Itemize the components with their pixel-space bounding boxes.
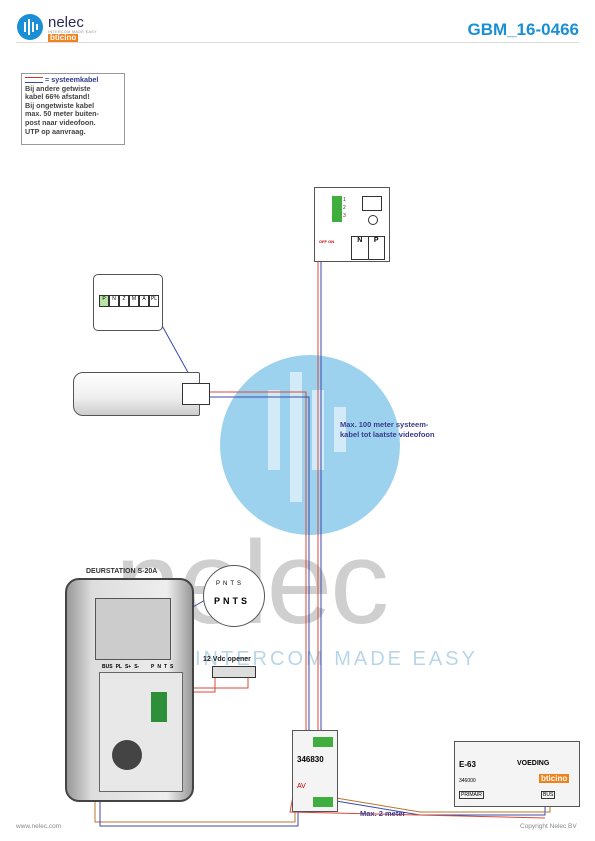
n-label: N	[157, 664, 161, 670]
splus-label: S+	[124, 664, 132, 670]
systeemkabel-swatch	[25, 77, 43, 84]
zoom-top-s: S	[237, 581, 242, 587]
zoom-top-p: P	[216, 581, 221, 587]
handset-terminal-zoom: P N Z M A PL	[93, 274, 163, 331]
psu-brand: bticino	[539, 774, 570, 783]
legend-line: post naar videofoon.	[25, 117, 96, 127]
legend-line: max. 50 meter buiten-	[25, 109, 99, 119]
psu-name: VOEDING	[517, 760, 550, 767]
wire-psu-blue	[329, 799, 546, 816]
wire-psu-brown	[329, 796, 551, 813]
video-monitor: 1 2 3 OFF ON N P	[314, 187, 390, 262]
systeemkabel-note-1: Max. 100 meter systeem-	[340, 420, 429, 429]
s-label: S	[170, 664, 174, 670]
camera-lens	[112, 740, 142, 770]
watermark-tagline: INTERCOM MADE EASY	[195, 648, 478, 670]
wire-monitor-blue	[320, 211, 332, 735]
zoom-bottom-n: N	[223, 596, 230, 606]
zoom-bottom-s: S	[241, 596, 248, 606]
zoom-bottom-t: T	[232, 596, 239, 606]
handset-unit	[73, 372, 200, 416]
camera-panel	[99, 672, 183, 792]
document-number: GBM_16-0466	[467, 20, 579, 39]
doorstation: BUS PL S+ S- P N T S	[65, 578, 194, 802]
psu-primair: PRIMAIR	[459, 791, 484, 799]
handset-terminal-row: P N Z M A PL	[99, 295, 159, 307]
monitor-terminal-2: 2	[343, 205, 346, 211]
zoom-top-labels: P N T S	[216, 581, 241, 587]
monitor-terminal-block: 1 2 3	[332, 196, 346, 222]
psu-bus: BUS	[541, 791, 556, 799]
nelec-logo-icon	[17, 14, 43, 40]
monitor-screen	[362, 196, 382, 211]
pl-label: PL	[115, 664, 122, 670]
systeemkabel-note-2: kabel tot laatste videofoon	[340, 430, 435, 439]
bus-labels: BUS PL S+ S-	[102, 664, 139, 670]
monitor-np-block: N P	[351, 236, 385, 260]
wire-handset-red	[208, 391, 307, 735]
t-label: T	[163, 664, 168, 670]
header-divider	[16, 42, 579, 43]
monitor-power-switch: OFF ON	[319, 239, 335, 244]
interface-346830: 346830 AV	[292, 730, 338, 812]
opener-label: 12 Vdc opener	[203, 656, 251, 663]
handset-terminal-a: A	[139, 295, 149, 307]
power-supply-e63: E-63 VOEDING bticino 346000 PRIMAIR BUS	[454, 741, 580, 807]
brand-tagline: INTERCOM MADE EASY	[48, 30, 98, 34]
monitor-terminal-3: 3	[343, 213, 346, 219]
interface-model: 346830	[297, 755, 324, 764]
handset-connector	[182, 383, 210, 405]
interface-av: AV	[297, 783, 306, 790]
zoom-bottom-labels: P N T S	[214, 596, 247, 606]
partner-brand: bticino	[48, 33, 79, 42]
interface-top-terminals	[313, 737, 333, 747]
zoom-bottom-p: P	[214, 596, 221, 606]
doorstation-title: DEURSTATION S-20A	[86, 568, 158, 575]
handset-terminal-n: N	[109, 295, 119, 307]
legend-line: Bij andere getwiste	[25, 83, 91, 93]
monitor-button-icon	[368, 215, 378, 225]
speaker-grille	[95, 598, 171, 660]
handset-terminal-m: M	[129, 295, 139, 307]
monitor-n-label: N	[352, 237, 369, 259]
footer-copyright: Copyright Nelec BV	[520, 823, 577, 830]
legend-title: = systeemkabel	[45, 75, 99, 84]
interface-bottom-terminals	[313, 797, 333, 807]
max-2-meter-note: Max. 2 meter	[360, 809, 406, 818]
zoom-top-n: N	[223, 581, 228, 587]
smin-label: S-	[134, 664, 140, 670]
handset-terminal-z: Z	[119, 295, 129, 307]
door-opener	[212, 666, 256, 678]
pnts-labels: P N T S	[151, 664, 173, 670]
psu-part: 346000	[459, 778, 476, 784]
wire-handset-blue	[208, 396, 310, 735]
green-board	[151, 692, 167, 722]
brand-name: nelec	[48, 14, 84, 31]
wire-monitor-red	[317, 203, 330, 735]
handset-terminal-p: P	[99, 295, 109, 307]
monitor-p-label: P	[373, 237, 379, 244]
legend-line: Bij ongetwiste kabel	[25, 100, 95, 110]
p-label: P	[151, 664, 155, 670]
doorstation-terminal-zoom: P N T S P N T S	[203, 565, 265, 627]
handset-terminal-pl: PL	[149, 295, 159, 307]
footer-website: www.nelec.com	[16, 823, 62, 830]
monitor-terminal-1: 1	[343, 197, 346, 203]
watermark-circle	[220, 355, 400, 535]
nelec-logo	[16, 13, 46, 41]
bus-label: BUS	[102, 664, 113, 670]
zoom-top-t: T	[230, 581, 235, 587]
legend-line: UTP op aanvraag.	[25, 126, 86, 136]
psu-model: E-63	[459, 760, 476, 769]
legend-line: kabel 66% afstand!	[25, 92, 90, 102]
cable-legend: = systeemkabel Bij andere getwiste kabel…	[21, 73, 125, 145]
